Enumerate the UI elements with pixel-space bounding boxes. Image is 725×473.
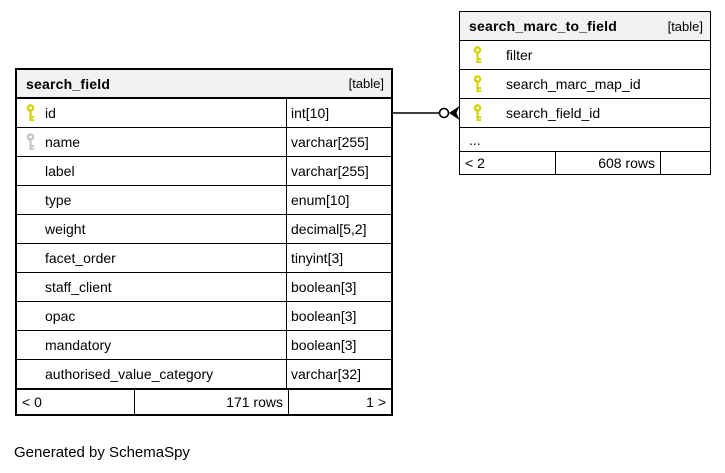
table-footer: < 0 171 rows 1 > xyxy=(17,389,391,414)
column-name: filter xyxy=(506,47,533,63)
table-row: opac boolean[3] xyxy=(17,302,391,331)
column-name: name xyxy=(45,134,81,150)
index-key-icon xyxy=(25,133,45,151)
table-row: type enum[10] xyxy=(17,186,391,215)
column-name-cell: label xyxy=(17,157,286,185)
column-type: decimal[5,2] xyxy=(291,221,367,237)
generated-by-note: Generated by SchemaSpy xyxy=(14,444,190,461)
primary-key-icon xyxy=(472,46,506,64)
column-type: varchar[32] xyxy=(291,366,362,382)
column-type: boolean[3] xyxy=(291,308,357,324)
column-name: type xyxy=(45,192,72,208)
arrowhead-marker xyxy=(449,106,460,120)
column-name-cell: search_marc_map_id xyxy=(460,70,710,98)
column-name: search_marc_map_id xyxy=(506,76,641,92)
table-row: weight decimal[5,2] xyxy=(17,215,391,244)
table-header: search_marc_to_field [table] xyxy=(460,12,710,41)
column-type: varchar[255] xyxy=(291,134,369,150)
zero-one-circle-marker xyxy=(438,107,450,119)
column-name-cell: authorised_value_category xyxy=(17,360,286,388)
column-type-cell: varchar[32] xyxy=(286,360,391,388)
table-type-badge: [table] xyxy=(348,76,384,91)
table-row: label varchar[255] xyxy=(17,157,391,186)
table-row: search_field_id xyxy=(460,99,710,128)
column-name: weight xyxy=(45,221,86,237)
table-row: search_marc_map_id xyxy=(460,70,710,99)
column-name-cell: staff_client xyxy=(17,273,286,301)
column-type: varchar[255] xyxy=(291,163,369,179)
column-type: boolean[3] xyxy=(291,337,357,353)
column-name: id xyxy=(45,105,56,121)
parents-count: < 0 xyxy=(17,390,135,414)
table-node-search-marc-to-field[interactable]: search_marc_to_field [table] filter xyxy=(459,11,711,175)
table-row: mandatory boolean[3] xyxy=(17,331,391,360)
column-type-cell: boolean[3] xyxy=(286,331,391,359)
primary-key-icon xyxy=(472,75,506,93)
column-type: enum[10] xyxy=(291,192,350,208)
column-type: tinyint[3] xyxy=(291,250,344,266)
row-count: 171 rows xyxy=(135,390,289,414)
primary-key-icon xyxy=(25,104,45,122)
column-type-cell: tinyint[3] xyxy=(286,244,391,272)
column-type-cell: varchar[255] xyxy=(286,128,391,156)
table-header: search_field [table] xyxy=(17,70,391,99)
row-count: 608 rows xyxy=(556,152,661,174)
column-type: boolean[3] xyxy=(291,279,357,295)
column-name: search_field_id xyxy=(506,105,601,121)
column-name: label xyxy=(45,163,75,179)
table-footer: < 2 608 rows xyxy=(460,152,710,174)
column-type-cell: enum[10] xyxy=(286,186,391,214)
table-row: name varchar[255] xyxy=(17,128,391,157)
column-type: int[10] xyxy=(291,105,330,121)
table-row: staff_client boolean[3] xyxy=(17,273,391,302)
column-name: facet_order xyxy=(45,250,116,266)
table-title[interactable]: search_field xyxy=(26,75,111,92)
table-row: id int[10] xyxy=(17,99,391,128)
children-count: 1 > xyxy=(366,394,386,410)
primary-key-icon xyxy=(472,104,506,122)
column-type-cell: boolean[3] xyxy=(286,302,391,330)
table-title[interactable]: search_marc_to_field xyxy=(469,18,617,34)
hidden-columns-ellipsis: ... xyxy=(460,128,710,152)
column-name-cell: weight xyxy=(17,215,286,243)
column-type-cell: int[10] xyxy=(286,99,391,127)
column-name-cell: search_field_id xyxy=(460,99,710,127)
column-name-cell: name xyxy=(17,128,286,156)
parents-count: < 2 xyxy=(460,152,556,174)
table-row: authorised_value_category varchar[32] xyxy=(17,360,391,389)
column-name: staff_client xyxy=(45,279,112,295)
column-name-cell: type xyxy=(17,186,286,214)
table-node-search-field[interactable]: search_field [table] id int[10] xyxy=(15,68,393,416)
column-name-cell: facet_order xyxy=(17,244,286,272)
column-type-cell: varchar[255] xyxy=(286,157,391,185)
column-name: mandatory xyxy=(45,337,112,353)
column-type-cell: boolean[3] xyxy=(286,273,391,301)
column-type-cell: decimal[5,2] xyxy=(286,215,391,243)
children-count xyxy=(661,152,710,174)
table-type-badge: [table] xyxy=(667,18,703,34)
column-name-cell: id xyxy=(17,99,286,127)
column-name: authorised_value_category xyxy=(45,366,214,382)
column-name: opac xyxy=(45,308,76,324)
table-row: filter xyxy=(460,41,710,70)
table-row: facet_order tinyint[3] xyxy=(17,244,391,273)
column-name-cell: opac xyxy=(17,302,286,330)
column-name-cell: mandatory xyxy=(17,331,286,359)
column-name-cell: filter xyxy=(460,41,710,69)
